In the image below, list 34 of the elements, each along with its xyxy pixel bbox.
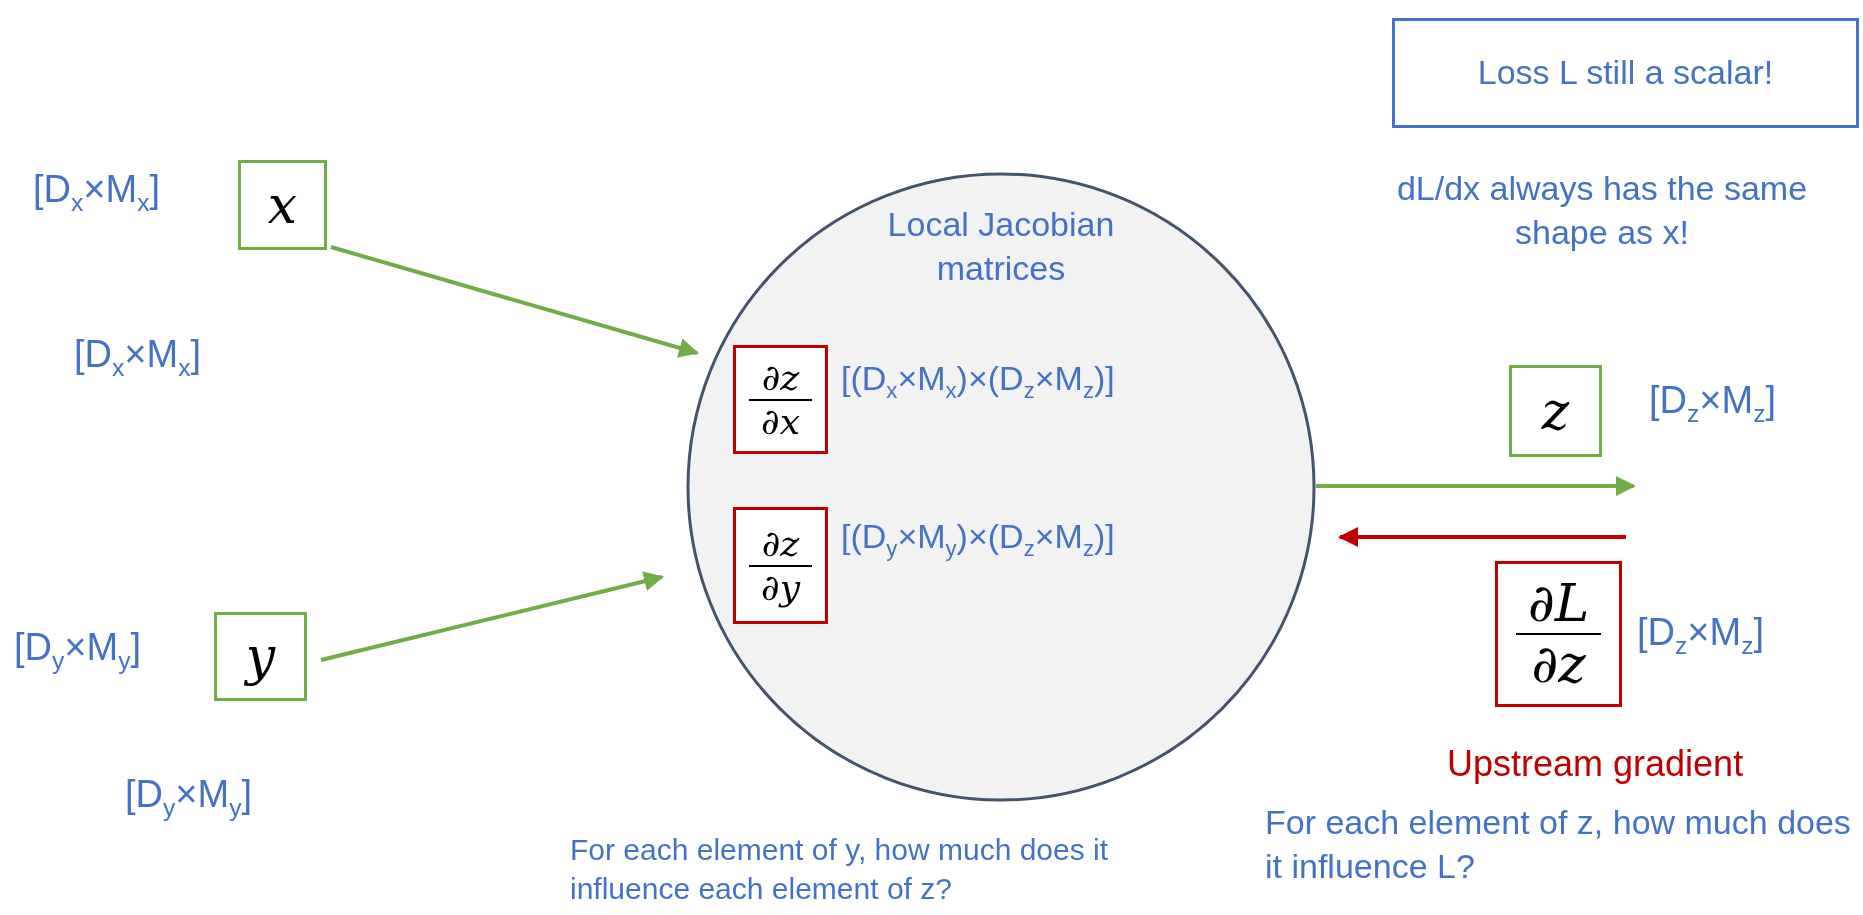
caption-text: Upstream gradient xyxy=(1447,743,1744,785)
note-text: dL/dx always has the same shape as x! xyxy=(1395,168,1809,254)
question-text: For each element of y, how much does it influence each element of z? xyxy=(570,832,1110,907)
dimension-label: [D$_{z}$×M$_{z}$] xyxy=(1637,611,1765,660)
circle-title: Local Jacobian matrices xyxy=(886,204,1116,289)
arrow xyxy=(1316,476,1636,496)
question-text: For each element of z, how much does it influence L? xyxy=(1265,802,1852,888)
math-symbol: ∂L xyxy=(1527,576,1590,631)
math-symbol: ∂z xyxy=(1531,637,1586,692)
jacobian-box xyxy=(733,345,828,454)
dimension-label: [(D$_{x}$×M$_{x}$)×(D$_{z}$×M$_{z}$)] xyxy=(841,359,1115,404)
note-text: Loss L still a scalar! xyxy=(1477,55,1774,91)
math-symbol: ∂z xyxy=(761,524,800,563)
variable-symbol: y xyxy=(245,629,276,684)
gradient-box xyxy=(1495,561,1622,707)
math-symbol: ∂y xyxy=(761,568,800,607)
math-symbol: ∂z xyxy=(761,358,800,397)
dimension-label: [D$_{x}$×M$_{x}$] xyxy=(33,168,161,217)
dimension-label: [D$_{y}$×M$_{y}$] xyxy=(14,626,142,675)
math-symbol: ∂x xyxy=(761,402,800,441)
dimension-label: [D$_{z}$×M$_{z}$] xyxy=(1649,379,1777,428)
arrow xyxy=(330,245,699,358)
variable-symbol: x xyxy=(267,177,298,233)
jacobian-box xyxy=(733,507,828,624)
variable-box xyxy=(1509,365,1602,457)
note-box xyxy=(1392,18,1859,128)
arrow xyxy=(1338,527,1626,547)
variable-symbol: z xyxy=(1541,383,1570,439)
variable-box xyxy=(214,612,307,701)
dimension-label: [(D$_{y}$×M$_{y}$)×(D$_{z}$×M$_{z}$)] xyxy=(841,517,1115,562)
dimension-label: [D$_{x}$×M$_{x}$] xyxy=(74,332,203,383)
dimension-label: [D$_{y}$×M$_{y}$] xyxy=(125,772,254,823)
arrow xyxy=(320,571,664,662)
variable-box xyxy=(238,160,327,250)
